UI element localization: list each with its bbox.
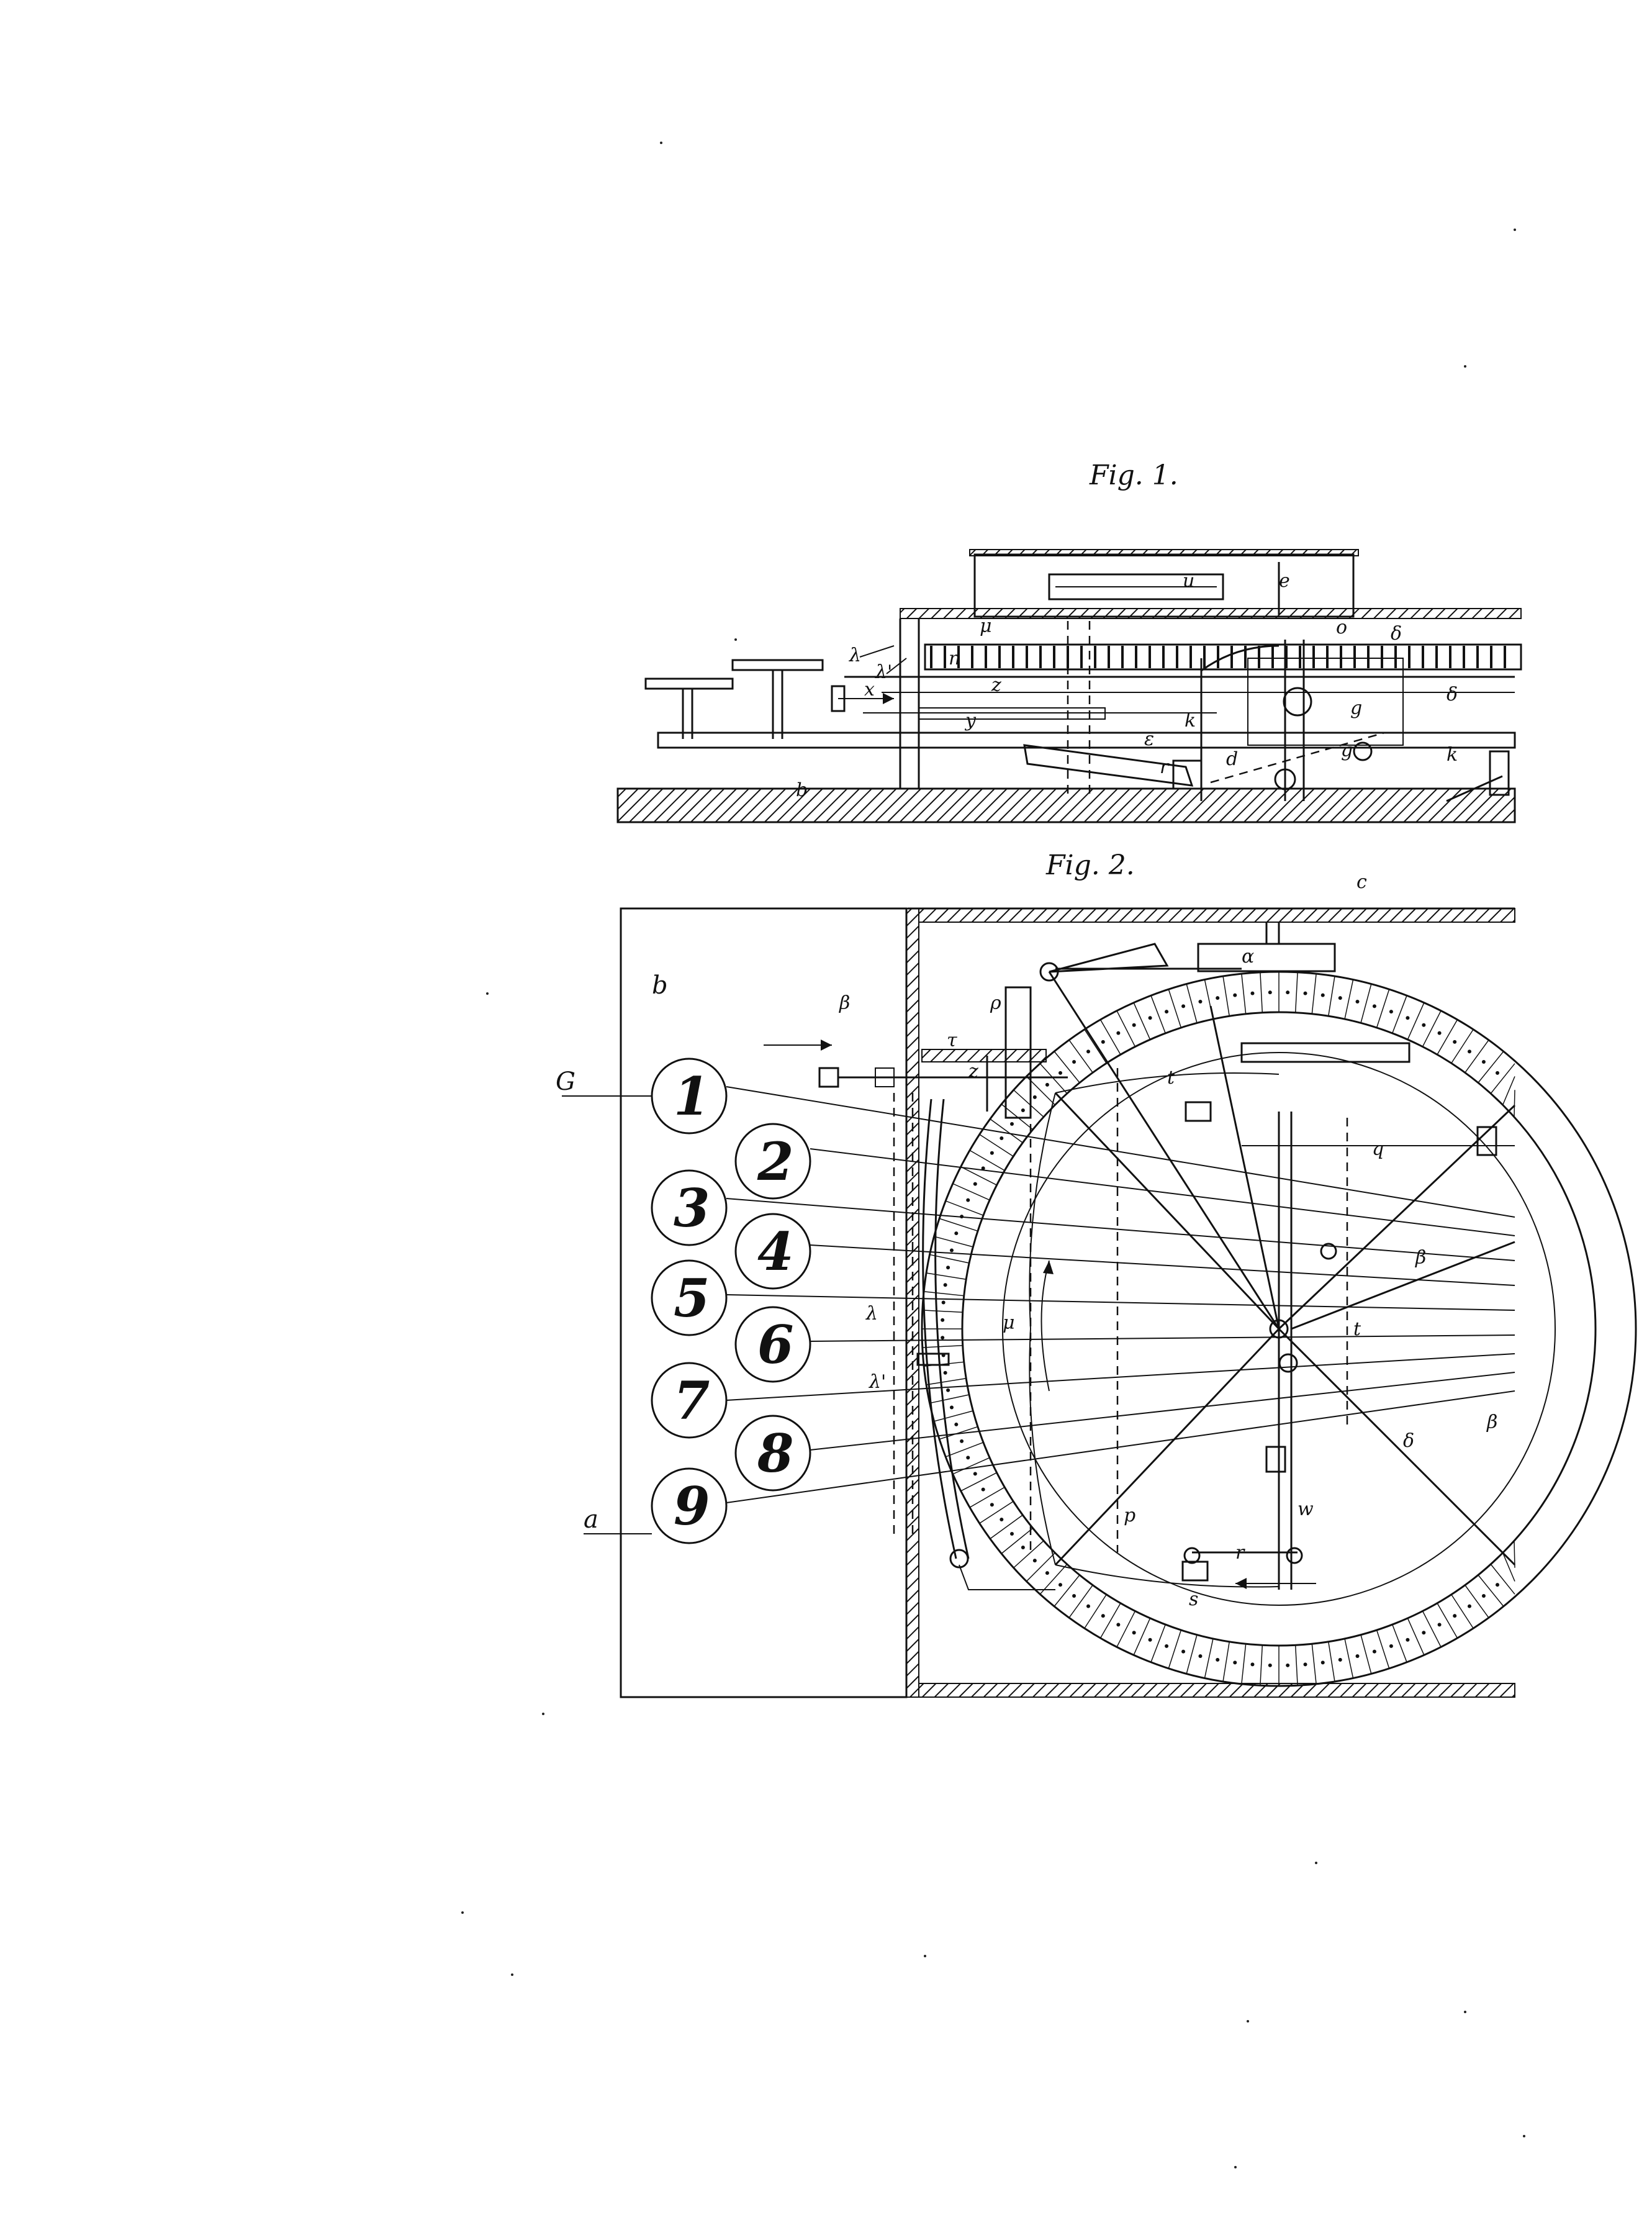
key-5[interactable]: 5: [651, 1259, 728, 1336]
label-r: r: [1235, 1542, 1245, 1564]
label-x: x: [864, 679, 875, 700]
label-s: s: [1189, 1588, 1198, 1610]
label-delta-1: δ: [1391, 623, 1402, 645]
lower-frame: [657, 732, 1516, 749]
label-delta-2: δ: [1447, 684, 1458, 705]
label-lambda: λ: [865, 1303, 878, 1325]
base-plate-b: [616, 787, 1516, 823]
label-z: z: [991, 674, 1001, 696]
key-1[interactable]: 1: [651, 1058, 728, 1135]
svg-text:6: 6: [757, 1314, 793, 1375]
toothed-bar-n: [924, 643, 1522, 671]
label-w: w: [1298, 1498, 1314, 1520]
label-alpha: α: [1242, 946, 1254, 967]
curved-bar-lambda: [922, 1098, 957, 1559]
pawl-lever: [1049, 943, 1169, 973]
stand-2: [731, 659, 824, 671]
label-g-2: g: [1350, 697, 1362, 719]
lever-r: [1023, 744, 1194, 787]
top-wall: [918, 908, 1515, 923]
key-2[interactable]: 2: [734, 1123, 811, 1200]
key-3[interactable]: 3: [651, 1169, 728, 1246]
label-z: z: [968, 1061, 978, 1082]
figure-2-caption: Fig. 2.: [1045, 849, 1135, 881]
wheel-spokes: [1029, 1005, 1516, 1588]
label-r: r: [1160, 756, 1170, 778]
svg-text:2: 2: [757, 1131, 793, 1192]
comb-teeth: [930, 646, 1506, 668]
wheel-hub-ring: [1002, 1052, 1556, 1606]
label-u: u: [1183, 570, 1194, 592]
key-7[interactable]: 7: [651, 1362, 728, 1439]
label-e: e: [1279, 570, 1290, 592]
label-rho: ρ: [990, 992, 1001, 1014]
label-o: o: [1336, 617, 1347, 638]
label-b: b: [796, 779, 808, 801]
spring-tau: [921, 1049, 1047, 1062]
key-4[interactable]: 4: [734, 1213, 811, 1290]
label-a: a: [584, 1505, 598, 1534]
upper-deck: [900, 608, 1522, 619]
rack-handle: [818, 1067, 839, 1088]
svg-text:1: 1: [674, 1066, 710, 1127]
label-y: y: [964, 710, 977, 732]
svg-text:7: 7: [674, 1370, 710, 1431]
label-mu: μ: [980, 615, 992, 637]
svg-text:3: 3: [674, 1177, 710, 1239]
label-g: g: [1341, 740, 1353, 761]
key-linkage-lines: [726, 1086, 1515, 1503]
top-housing: [973, 553, 1355, 618]
top-housing-cap: [969, 549, 1359, 556]
label-epsilon: ε: [1144, 728, 1154, 750]
label-lambda: λ: [849, 645, 861, 666]
label-c: c: [1356, 871, 1367, 893]
figure-1-caption: Fig. 1.: [1089, 460, 1178, 491]
segment-alpha: [1197, 943, 1336, 972]
label-q: q: [1372, 1138, 1384, 1160]
key-9[interactable]: 9: [651, 1467, 728, 1544]
keyboard-board: [620, 907, 908, 1698]
number-keys: 1 2 3 4 5 6 7 8 9: [651, 1058, 811, 1544]
motion-arrows: [764, 693, 1316, 1589]
label-beta-2: β: [1415, 1247, 1426, 1269]
figure-2-plan: Fig. 2.: [556, 693, 1637, 1698]
figure-1-elevation: Fig. 1.: [616, 460, 1522, 823]
key-6[interactable]: 6: [734, 1306, 811, 1383]
label-k: k: [1185, 710, 1196, 732]
label-n: n: [949, 648, 960, 669]
label-delta: δ: [1403, 1430, 1414, 1452]
label-G: G: [556, 1067, 575, 1096]
paper-specks: [461, 142, 1525, 2168]
label-k-2: k: [1447, 744, 1458, 766]
stand-1: [644, 677, 734, 690]
label-lambda-prime: λ': [875, 661, 892, 683]
spring-y: [918, 707, 1106, 720]
svg-text:9: 9: [674, 1475, 710, 1537]
svg-text:5: 5: [674, 1267, 710, 1329]
label-tau: τ: [947, 1030, 957, 1051]
label-mu: μ: [1003, 1312, 1015, 1334]
counter-wheel-u: [1048, 573, 1224, 600]
svg-text:4: 4: [757, 1221, 793, 1282]
label-p: p: [1124, 1505, 1135, 1526]
figure-2-labels: c α b τ ρ z β G a λ λ' μ p s r w t q β δ…: [556, 871, 1497, 1610]
label-d: d: [1226, 748, 1238, 770]
drum-housing: [1247, 658, 1404, 746]
curved-lever: [1201, 645, 1280, 672]
label-t: t: [1167, 1067, 1175, 1089]
svg-text:8: 8: [757, 1423, 793, 1484]
label-lambda-prime: λ': [869, 1371, 886, 1393]
wheel-digit-ring: [922, 972, 1515, 1686]
label-beta-3: β: [1486, 1411, 1497, 1433]
bottom-wall: [918, 1683, 1515, 1698]
figure-1-labels: λ λ' μ n x z y ε u e o δ k r d g g k δ b: [796, 570, 1458, 801]
bar-beta: [1240, 1042, 1411, 1063]
label-t-2: t: [1353, 1318, 1361, 1340]
key-8[interactable]: 8: [734, 1415, 811, 1492]
label-beta-1: β: [839, 992, 850, 1014]
label-b: b: [652, 971, 668, 1000]
